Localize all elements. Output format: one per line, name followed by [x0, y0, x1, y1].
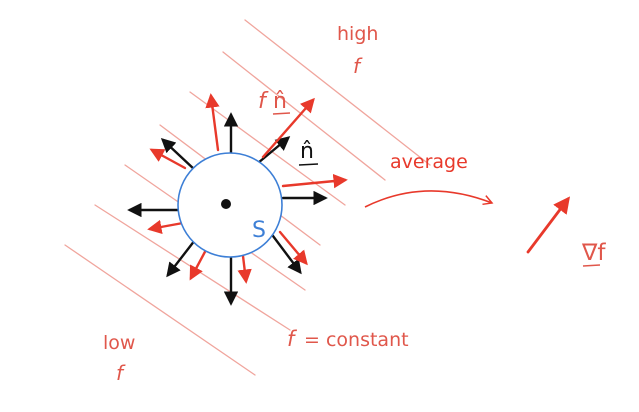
isoline: [222, 51, 386, 181]
fn-arrow: [147, 219, 185, 235]
normal-arrow: [160, 138, 197, 172]
f-n-hat-n: n̂: [273, 89, 287, 114]
isoline: [189, 91, 346, 206]
normal-arrow: [166, 238, 197, 278]
fn-arrow: [237, 254, 252, 284]
f-n-hat-underline: [272, 112, 291, 115]
nabla-f-underline: [582, 264, 601, 267]
f-n-hat-f: f: [258, 89, 269, 114]
f-n-vectors: [147, 93, 348, 284]
fn-arrow: [278, 230, 308, 266]
normal-arrow: [256, 136, 291, 165]
average-arrow: [364, 190, 494, 208]
fn-arrow: [205, 93, 220, 152]
isoline-constant: = constant: [304, 329, 409, 351]
fn-arrow: [149, 148, 187, 170]
nabla-f-label: ∇f: [581, 240, 606, 266]
high-label: high: [337, 23, 378, 45]
isoline: [64, 244, 256, 376]
fn-arrow: [261, 97, 315, 159]
isoline: [244, 19, 431, 166]
surface-label: S: [252, 218, 266, 243]
low-f-label: f: [116, 361, 126, 385]
low-label: low: [103, 332, 135, 354]
isoline-f: f: [287, 327, 298, 351]
average-label: average: [390, 151, 468, 173]
n-hat-label: n̂: [300, 139, 314, 164]
normal-arrow: [268, 230, 302, 275]
fn-arrow: [281, 173, 348, 189]
n-hat-underline: [298, 163, 319, 166]
high-f-label: f: [353, 54, 363, 78]
normal-vectors: [127, 112, 328, 306]
gradient-arrow: [526, 196, 571, 254]
center-point: [221, 199, 231, 209]
fn-arrow: [189, 246, 209, 281]
